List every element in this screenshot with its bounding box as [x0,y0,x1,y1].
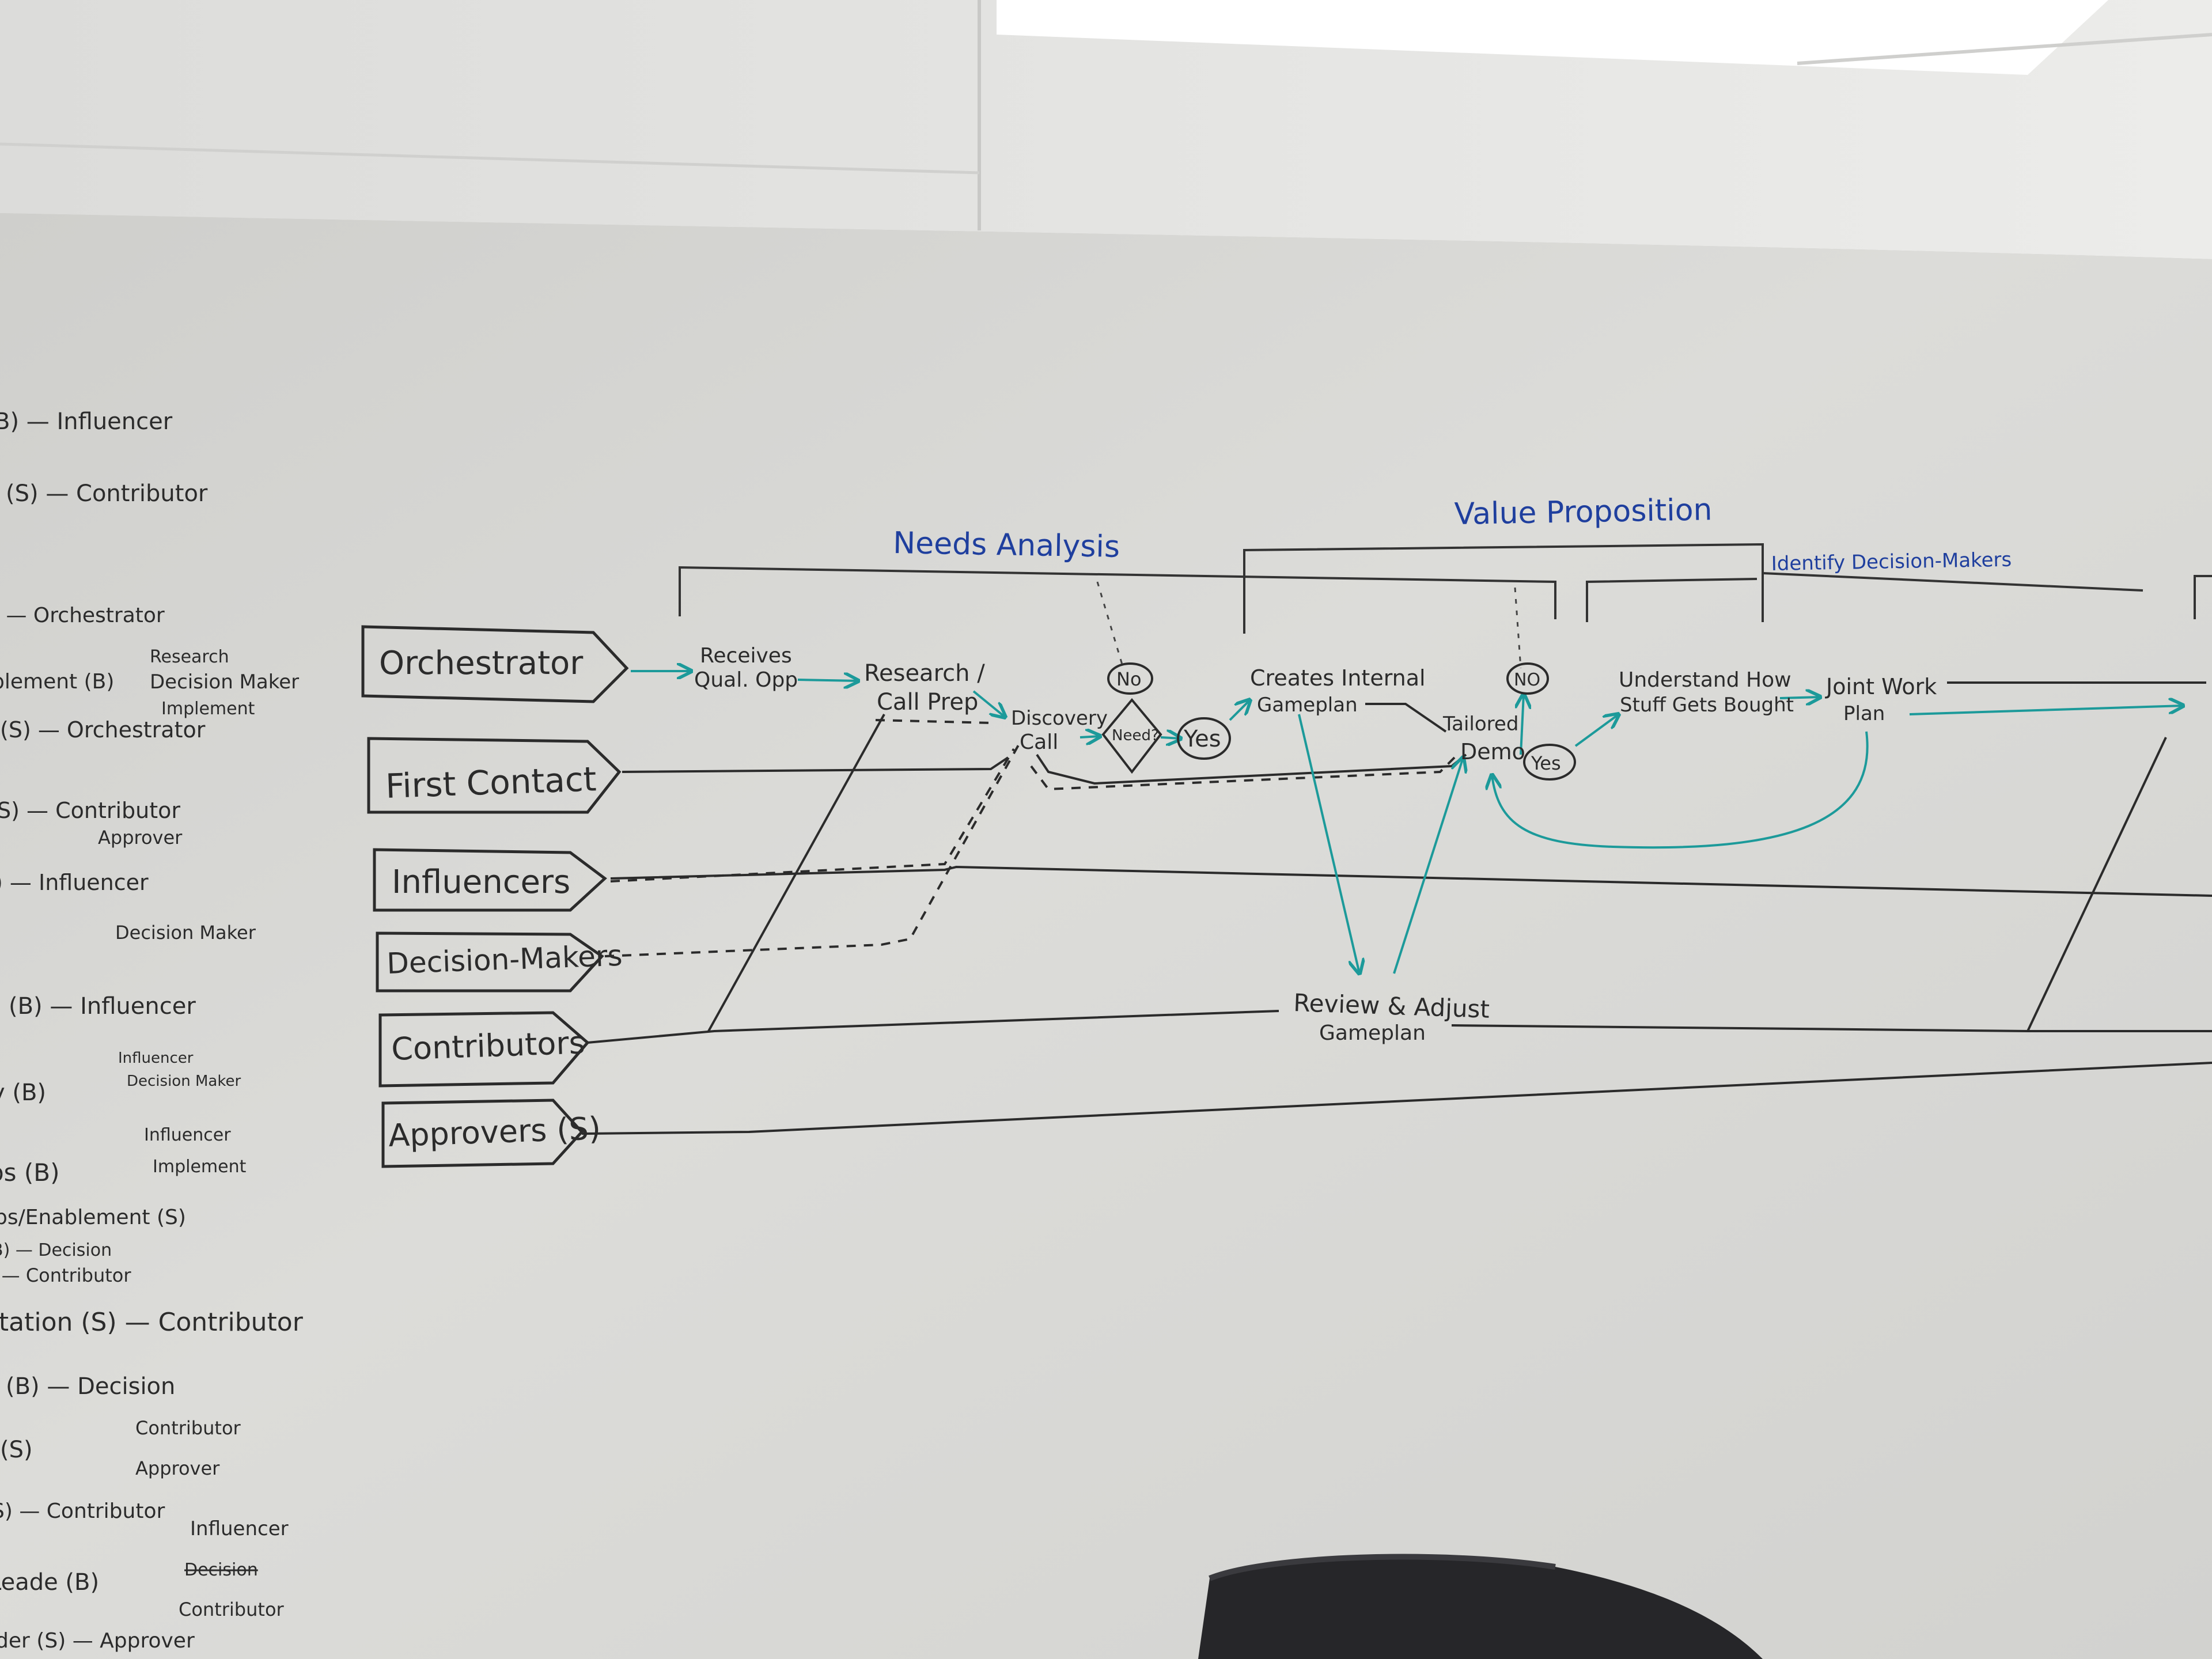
lane-box-orchestrator [361,625,629,703]
left-note: Decision [184,1560,258,1580]
decision-no-2: NO [1514,670,1540,690]
office-chair [1198,1554,1763,1659]
left-note: ) — Contributor [0,1264,131,1286]
decision-shapes [1101,662,1576,781]
step-review-line2: Gameplan [1319,1021,1426,1045]
left-note: Approver [98,827,183,849]
lane-label-contributors: Contributors [391,1024,585,1067]
left-note: Influencer [118,1050,194,1067]
lane-box-decision-makers [376,931,604,993]
step-discovery-line2: Call [1020,730,1058,754]
step-discovery-line1: Discovery [1011,707,1108,730]
step-receives-line2: Qual. Opp [694,668,798,692]
left-note: (B) — Influencer [9,993,196,1020]
lane-boxes [361,625,629,1168]
step-understand-line1: Understand How [1619,668,1791,692]
step-understand-line2: Stuff Gets Bought [1620,694,1794,717]
lane-box-first-contact [367,737,622,814]
left-note: Implement [153,1157,247,1177]
step-research-line1: Research / [864,660,985,687]
ceiling-light-panel [997,0,2108,75]
teal-arrows [631,671,2183,974]
decision-yes-2: Yes [1531,752,1561,774]
need-diamond [1101,698,1162,774]
lane-box-contributors [378,1011,590,1088]
lane-box-influencers [373,848,607,912]
step-research-line2: Call Prep [877,689,978,715]
yes-circle-1 [1177,717,1231,760]
left-note: y (B) [0,1080,46,1106]
no-circle-1 [1107,662,1153,695]
left-note: Contributor [179,1599,285,1620]
no-circle-2 [1506,662,1549,695]
decision-yes-1: Yes [1183,726,1221,752]
left-note: Contributor [135,1417,241,1439]
step-creates-line2: Gameplan [1257,694,1358,717]
step-joint-line1: Joint Work [1825,674,1937,699]
left-note: Influencer [190,1517,289,1540]
left-note: (S) [0,1437,33,1463]
left-note: (S) — Orchestrator [0,717,206,743]
left-note: S) — Contributor [0,798,180,823]
dashed-lines [604,719,1459,957]
step-tailored-line2: Demo [1460,739,1525,764]
left-note: Implement [161,699,255,719]
left-role-notes: B) — Influencer (S) — Contributor ) — Or… [0,408,304,1653]
lane-label-orchestrator: Orchestrator [379,645,584,682]
left-note: B) — Influencer [0,408,173,435]
header-identify-decision-makers: Identify Decision-Makers [1771,548,2012,575]
step-receives-line1: Receives [700,644,792,668]
left-note: B) — Decision [0,1240,112,1260]
decision-need: Need? [1112,727,1159,744]
left-note: (S) — Contributor [6,480,208,507]
left-note: ) — Influencer [0,870,149,895]
lane-label-approvers: Approvers (S) [388,1110,601,1154]
left-note: ps (B) [0,1158,59,1187]
lane-label-decision-makers: Decision-Makers [386,939,623,980]
header-value-proposition: Value Proposition [1454,493,1713,532]
left-note: ps/Enablement (S) [0,1206,186,1229]
dotted-decision-links [1096,581,1522,669]
left-note: S) — Contributor [0,1499,165,1523]
header-needs-analysis: Needs Analysis [893,526,1120,565]
step-creates-line1: Creates Internal [1250,665,1426,691]
left-note: Decision Maker [150,671,299,694]
section-brackets [679,543,2212,634]
left-note: Research [150,647,229,667]
left-note: blement (B) [0,670,114,694]
step-tailored-line1: Tailored [1442,713,1518,736]
left-note: ntation (S) — Contributor [0,1308,304,1337]
whiteboard-surface [0,213,2212,1659]
left-note: Decision Maker [115,922,256,944]
lane-label-first-contact: First Contact [385,759,597,806]
ceiling [0,0,2212,259]
lane-lines [581,681,2212,1135]
left-note: ader (S) — Approver [0,1629,195,1653]
step-labels: Receives Qual. Opp Research / Call Prep … [694,644,1937,1045]
lane-box-approvers [381,1099,584,1168]
step-joint-line2: Plan [1843,702,1885,725]
left-note: Decision Maker [127,1073,241,1090]
step-review-line1: Review & Adjust [1293,988,1490,1024]
left-note: Influencer [144,1125,231,1145]
lane-labels: Orchestrator First Contact Influencers D… [379,645,623,1154]
lane-label-influencers: Influencers [392,863,570,901]
left-note: (B) — Decision [6,1373,175,1400]
left-note: Leade (B) [0,1569,99,1596]
left-note: ) — Orchestrator [0,604,165,627]
yes-circle-2 [1523,744,1576,781]
left-note: Approver [135,1457,220,1479]
decision-no-1: No [1116,668,1142,690]
